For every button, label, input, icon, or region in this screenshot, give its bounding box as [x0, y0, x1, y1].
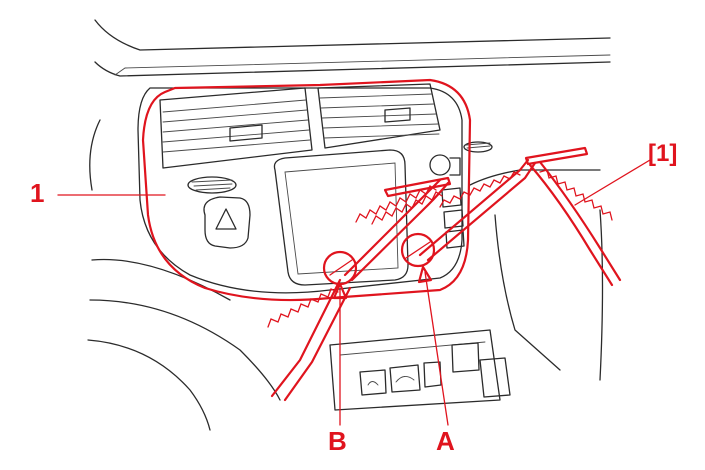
air-vent-right: [317, 83, 441, 149]
knob-left: [187, 176, 237, 194]
arrow-head-b: [332, 282, 348, 300]
callout-panel-1: 1: [30, 178, 45, 208]
leader-line-tool: [574, 159, 651, 206]
leader-line-a: [424, 271, 449, 426]
clip-marker-a: [400, 232, 436, 268]
air-vent-left: [159, 87, 313, 169]
small-grille: [463, 141, 493, 153]
control-knob-right: [429, 154, 451, 176]
callout-tool-1: [1]: [648, 140, 678, 167]
display-screen: [273, 149, 409, 286]
removal-lever-icon: [418, 146, 622, 287]
dashboard-line-art: [87, 19, 611, 431]
fascia-panel: [137, 83, 493, 294]
warning-triangle-icon: [203, 196, 251, 249]
panel-highlight-outline: [141, 78, 472, 302]
callout-clip-a: A: [436, 426, 455, 456]
removal-lever-icon: [267, 176, 452, 402]
arrow-head-a: [417, 265, 433, 284]
callout-clip-b: B: [328, 426, 347, 456]
